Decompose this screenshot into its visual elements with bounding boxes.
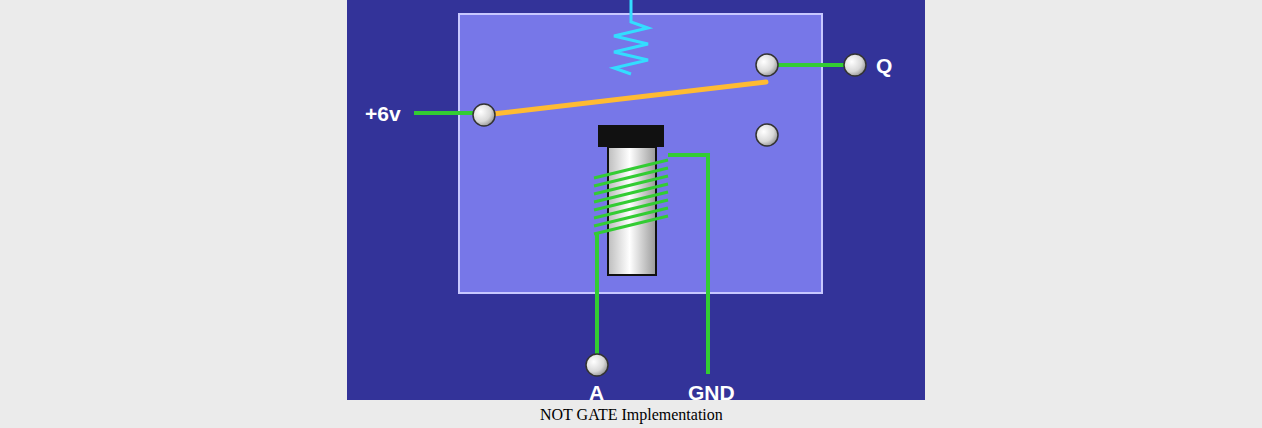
output-label: Q bbox=[876, 55, 892, 76]
ground-label: GND bbox=[688, 382, 735, 403]
coil bbox=[594, 160, 668, 234]
caption: NOT GATE Implementation bbox=[540, 406, 723, 424]
supply-label: +6v bbox=[365, 103, 401, 124]
spring bbox=[614, 0, 648, 74]
panel bbox=[347, 0, 925, 400]
relay-housing bbox=[459, 14, 822, 293]
terminal bbox=[473, 54, 866, 376]
switch-arm bbox=[484, 82, 766, 115]
wire bbox=[668, 155, 708, 374]
solenoid-cap bbox=[598, 125, 664, 147]
wire bbox=[414, 111, 474, 115]
wire bbox=[595, 234, 599, 354]
input-label: A bbox=[589, 382, 604, 403]
wire bbox=[776, 63, 846, 67]
